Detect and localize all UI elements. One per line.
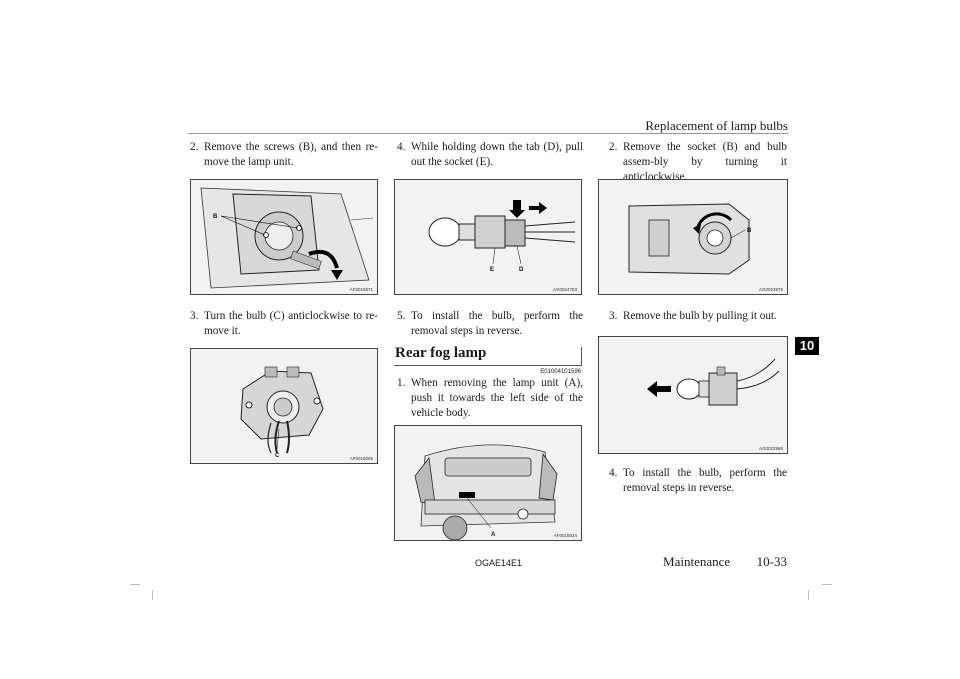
step-text: When removing the lamp unit (A), push it…	[411, 377, 583, 419]
crop-mark	[822, 584, 832, 585]
step-text: Remove the screws (B), and then re-move …	[204, 141, 378, 168]
crop-mark	[808, 590, 809, 600]
step-2-right: 2. Remove the socket (B) and bulb assem-…	[609, 140, 787, 185]
bulb-pull-illustration	[647, 358, 780, 406]
figure-code: AG0022986	[758, 446, 783, 451]
figure-bulb-c: C AF0016095	[190, 348, 378, 464]
step-number: 2.	[190, 141, 199, 153]
chapter-tab: 10	[795, 337, 819, 355]
fog-lamp-socket-illustration: B	[628, 203, 752, 275]
step-4-right: 4. To install the bulb, perform the remo…	[609, 466, 787, 496]
step-number: 4.	[397, 141, 406, 153]
footer-section: Maintenance	[663, 554, 731, 569]
figure-tab-socket: E D AG0024783	[394, 179, 582, 295]
label-c: C	[275, 453, 280, 459]
step-number: 3.	[190, 310, 199, 322]
step-text: Remove the bulb by pulling it out.	[623, 310, 777, 322]
step-text: Turn the bulb (C) anticlockwise to re-mo…	[204, 310, 378, 337]
figure-code: AF0016095	[349, 456, 373, 461]
running-header: Replacement of lamp bulbs	[645, 118, 788, 133]
figure-socket-b: B AG0022975	[598, 179, 788, 295]
section-title: Rear fog lamp	[395, 345, 487, 361]
step-text: While holding down the tab (D), pull out…	[411, 141, 583, 168]
crop-mark	[130, 584, 140, 585]
step-text: To install the bulb, perform the removal…	[411, 310, 583, 337]
figure-code: AF0015971	[349, 287, 373, 292]
crop-mark	[152, 590, 153, 600]
step-3-left: 3. Turn the bulb (C) anticlockwise to re…	[190, 309, 378, 339]
step-4-middle: 4. While holding down the tab (D), pull …	[397, 140, 583, 170]
header-rule	[188, 133, 788, 134]
step-5-middle: 5. To install the bulb, perform the remo…	[397, 309, 583, 339]
footer-page-number: 10-33	[756, 554, 787, 569]
vehicle-rear-illustration: A	[414, 444, 558, 540]
footer-code: OGAE14E1	[475, 558, 523, 568]
step-1-middle: 1. When removing the lamp unit (A), push…	[397, 376, 583, 421]
figure-rear-fog-lamp: A AF0016024	[394, 425, 582, 541]
step-number: 1.	[397, 377, 406, 389]
figure-code: AF0016024	[553, 533, 577, 538]
step-number: 5.	[397, 310, 406, 322]
figure-code: AG0024783	[552, 287, 577, 292]
section-rule-tick	[581, 347, 582, 365]
label-b: B	[213, 214, 218, 220]
figure-bulb-removal: AG0022986	[598, 336, 788, 454]
socket-tab-illustration: E D	[428, 200, 576, 273]
footer-page-info: Maintenance 10-33	[663, 554, 787, 570]
step-text: To install the bulb, perform the removal…	[623, 467, 787, 494]
step-number: 4.	[609, 467, 618, 479]
step-3-right: 3. Remove the bulb by pulling it out.	[609, 309, 787, 324]
lamp-unit-illustration: B	[200, 187, 374, 289]
label-b: B	[747, 228, 752, 234]
figure-lamp-unit-screws: B AF0015971	[190, 179, 378, 295]
label-e: E	[490, 267, 494, 273]
label-d: D	[519, 267, 524, 273]
bulb-socket-illustration: C	[240, 366, 324, 459]
step-number: 3.	[609, 310, 618, 322]
section-code: E01004101596	[540, 369, 581, 375]
step-number: 2.	[609, 141, 618, 153]
figure-code: AG0022975	[758, 287, 783, 292]
label-a: A	[491, 532, 496, 538]
step-text: Remove the socket (B) and bulb assem-bly…	[623, 141, 787, 183]
step-2-left: 2. Remove the screws (B), and then re-mo…	[190, 140, 378, 170]
section-rule	[394, 365, 582, 366]
